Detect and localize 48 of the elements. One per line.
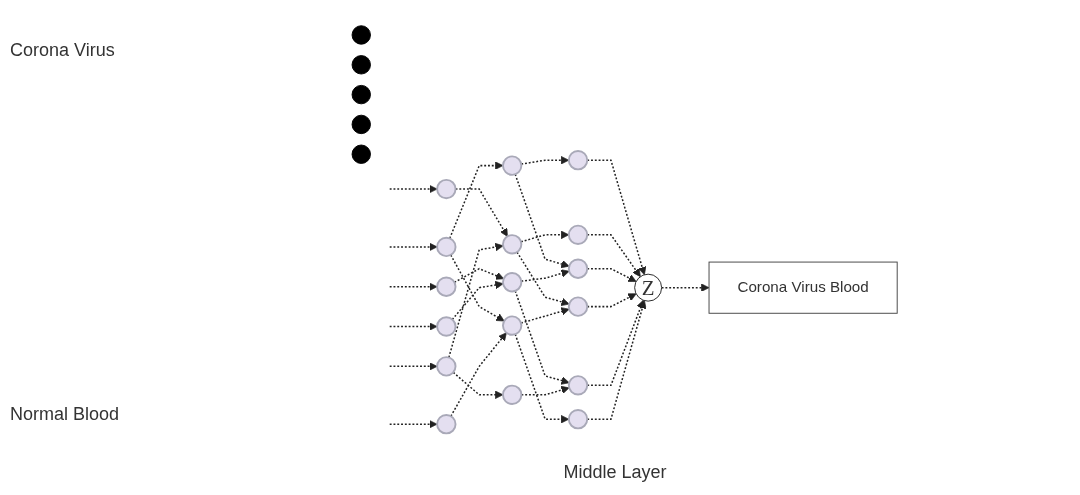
arrow [388, 282, 438, 291]
node-circle [351, 84, 371, 105]
arrow [516, 251, 570, 306]
arrow [514, 333, 570, 424]
arrow [520, 307, 570, 324]
node-circle [351, 25, 371, 45]
arrow [388, 322, 438, 331]
node-circle [436, 276, 457, 297]
arrow [450, 332, 507, 417]
node-circle [502, 384, 523, 405]
arrow [388, 420, 438, 429]
node-circle [436, 356, 457, 377]
arrow [388, 184, 438, 194]
arrow [453, 267, 505, 284]
arrow [388, 242, 438, 252]
node-circle [436, 236, 457, 258]
node-circle [567, 150, 589, 171]
node-circle [567, 409, 589, 430]
node-circle [502, 234, 523, 255]
node-circle [567, 296, 589, 317]
node-circle [351, 144, 371, 164]
arrow [448, 242, 504, 359]
arrow [451, 280, 504, 321]
arrow [388, 362, 438, 371]
node-circle [436, 316, 457, 337]
arrow [660, 283, 710, 292]
label-text: Corona Virus [10, 40, 116, 61]
node-box: Corona Virus Blood [708, 261, 898, 314]
node-circle [567, 224, 589, 245]
arrow [520, 269, 570, 282]
node-circle: Z [634, 273, 663, 302]
label-text: Middle Layer [563, 462, 667, 483]
label-text: Normal Blood [10, 404, 121, 425]
arrow [514, 290, 570, 385]
arrow [449, 161, 504, 240]
node-circle [567, 258, 589, 279]
node-circle [502, 155, 523, 176]
arrow [514, 173, 570, 269]
node-circle [436, 178, 457, 200]
arrow [450, 254, 505, 322]
arrow [452, 371, 504, 399]
node-circle [351, 114, 371, 135]
node-circle [502, 315, 523, 336]
node-circle [351, 55, 371, 75]
node-circle [567, 375, 589, 396]
node-circle [436, 414, 457, 435]
node-circle [502, 272, 523, 293]
arrow [520, 156, 570, 165]
